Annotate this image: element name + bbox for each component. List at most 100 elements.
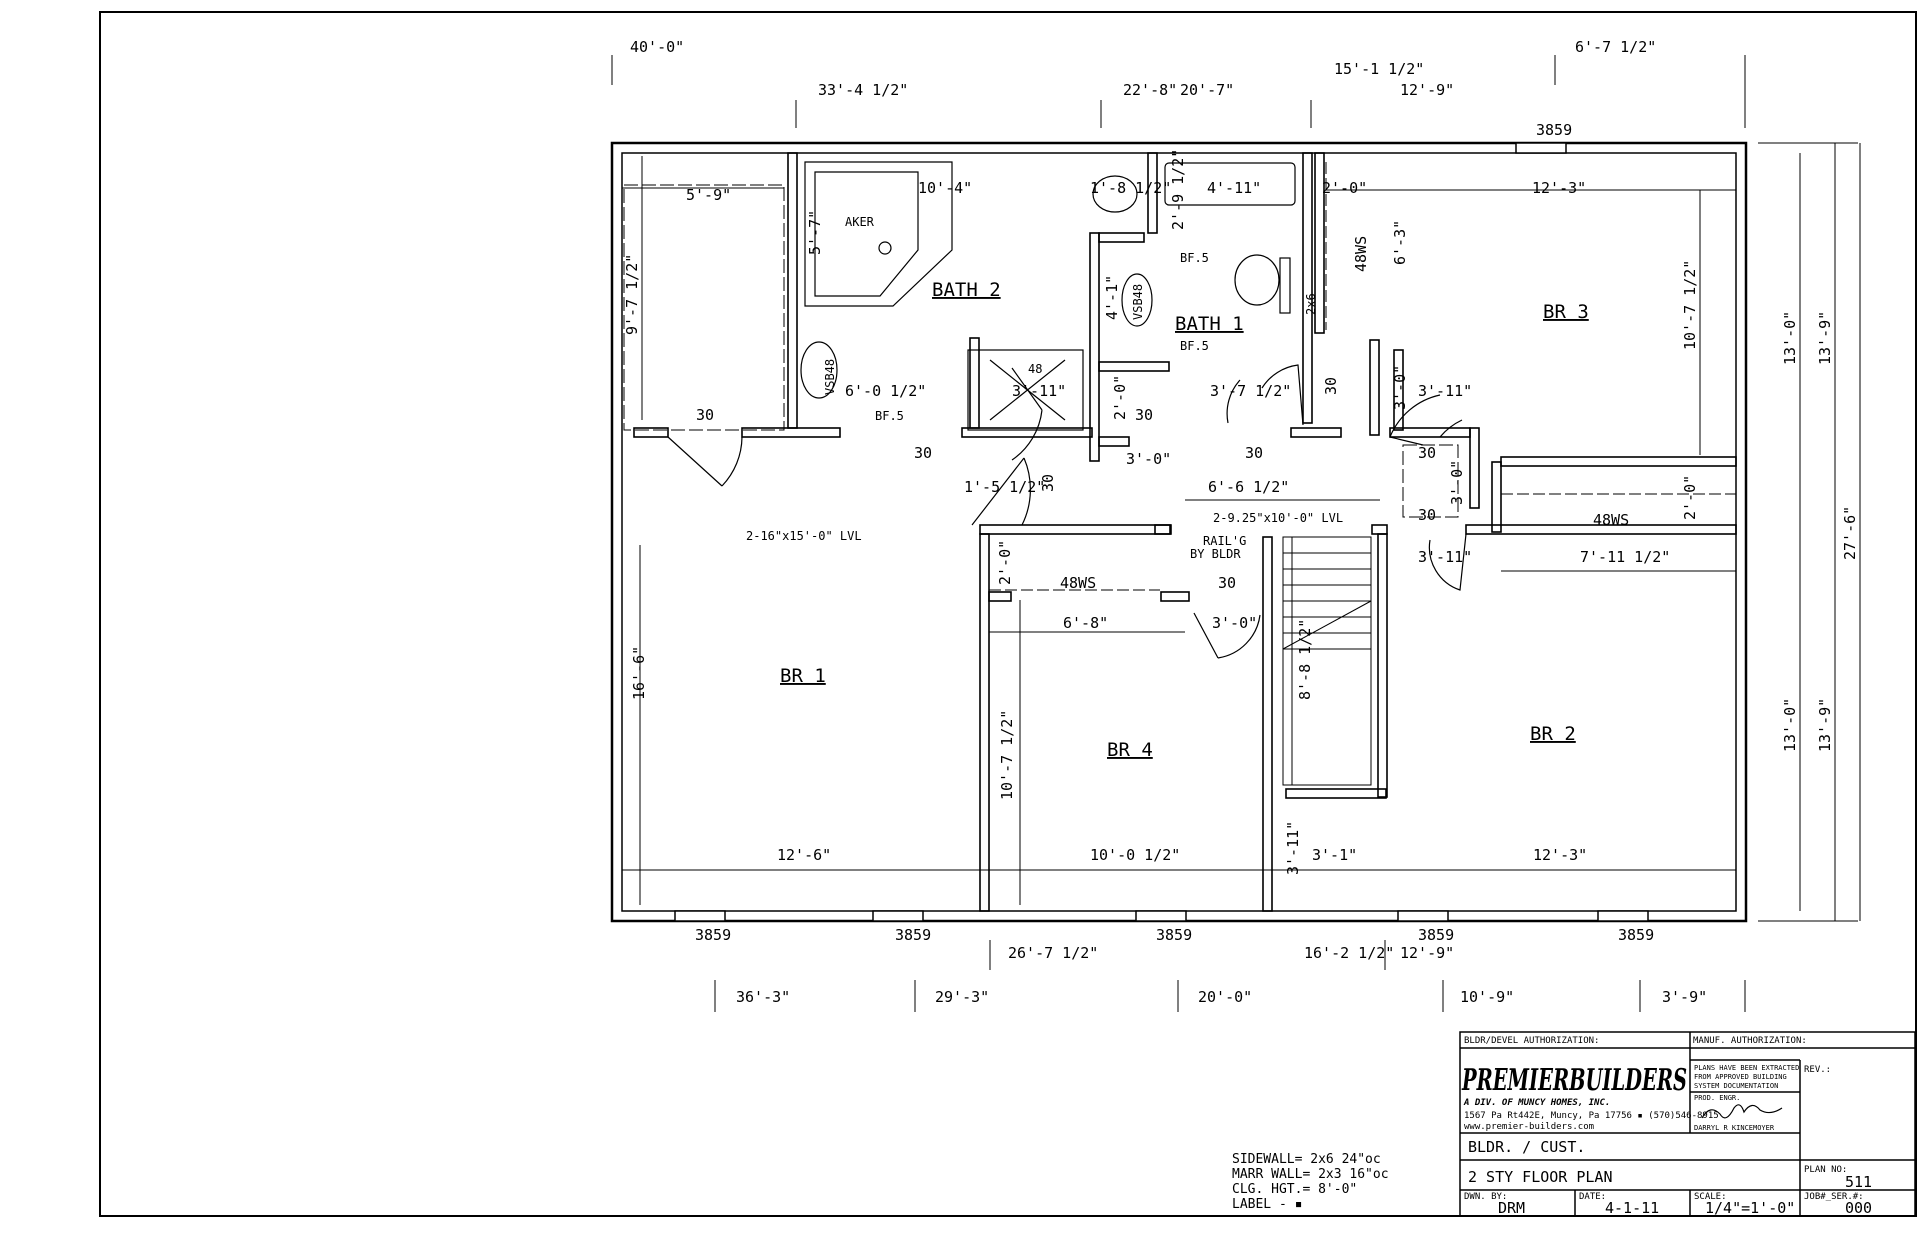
chase-outline bbox=[623, 184, 1459, 518]
dim-top-5: 12'-9" bbox=[1400, 81, 1454, 99]
closet-label-2: 48WS bbox=[1060, 574, 1096, 592]
dim-right-lower: 13'-0" bbox=[1781, 698, 1799, 752]
plan-no-label: PLAN NO: bbox=[1804, 1165, 1847, 1175]
room-br3: BR 3 bbox=[1543, 301, 1589, 323]
window-label-b3: 3859 bbox=[1156, 926, 1192, 944]
window-label-b1: 3859 bbox=[695, 926, 731, 944]
window-label-top: 3859 bbox=[1536, 121, 1572, 139]
dim-bottom-7: 10'-9" bbox=[1460, 988, 1514, 1006]
company-logo: PREMIERBUILDERS bbox=[1461, 1063, 1687, 1098]
stud-label: 2x6 bbox=[1304, 293, 1318, 315]
dim-a36: 12'-3" bbox=[1533, 846, 1587, 864]
title-block: BLDR/DEVEL AUTHORIZATION: MANUF. AUTHORI… bbox=[1459, 1031, 1916, 1217]
dim-top-overall: 40'-0" bbox=[630, 38, 684, 56]
dimension-lines bbox=[611, 55, 1861, 1012]
bldr-cust-field: BLDR. / CUST. bbox=[1468, 1138, 1585, 1156]
door-label-3: 30 bbox=[1135, 406, 1153, 424]
window-label-b2: 3859 bbox=[895, 926, 931, 944]
room-bath1: BATH 1 bbox=[1175, 313, 1244, 335]
dim-bottom-5: 29'-3" bbox=[935, 988, 989, 1006]
door-label-9: 30 bbox=[1039, 474, 1057, 492]
note-marr-wall: MARR WALL= 2x3 16"oc bbox=[1232, 1167, 1389, 1182]
vanity-label-2: VSB48 bbox=[1131, 284, 1145, 320]
lvl-label-2: 2-9.25"x10'-0" LVL bbox=[1213, 511, 1343, 525]
window-bottom-2 bbox=[872, 910, 924, 922]
vanity-label-1: VSB48 bbox=[823, 359, 837, 395]
door-label-5: 30 bbox=[1322, 377, 1340, 395]
dim-top-1: 33'-4 1/2" bbox=[818, 81, 908, 99]
dim-a13: 6'-0 1/2" bbox=[845, 382, 926, 400]
rail-label-1: RAIL'G bbox=[1203, 534, 1246, 548]
tub-label: AKER bbox=[845, 215, 875, 229]
dim-a19: 3'-0" bbox=[1126, 450, 1171, 468]
window-bottom-3 bbox=[1135, 910, 1187, 922]
room-br2: BR 2 bbox=[1530, 723, 1576, 745]
dim-a30: 10'-7 1/2" bbox=[998, 710, 1016, 800]
dim-right-lower-outer: 13'-9" bbox=[1816, 698, 1834, 752]
dim-a8: 2'-0" bbox=[1322, 179, 1367, 197]
window-bottom-5 bbox=[1597, 910, 1649, 922]
dim-right-upper-outer: 13'-9" bbox=[1816, 311, 1834, 365]
dim-a14: 3'-11" bbox=[1012, 382, 1066, 400]
note-label: LABEL - ▪ bbox=[1232, 1197, 1302, 1212]
plans-note-2: FROM APPROVED BUILDING bbox=[1694, 1073, 1787, 1081]
dim-bottom-3: 12'-9" bbox=[1400, 944, 1454, 962]
window-label-b4: 3859 bbox=[1418, 926, 1454, 944]
stairs bbox=[1282, 536, 1372, 786]
interior-walls bbox=[633, 152, 1737, 912]
dim-a1: 5'-9" bbox=[686, 186, 731, 204]
window-label-b5: 3859 bbox=[1618, 926, 1654, 944]
dim-a25: 7'-11 1/2" bbox=[1580, 548, 1670, 566]
dim-a24: 3'-11" bbox=[1418, 548, 1472, 566]
dim-right-overall: 27'-6" bbox=[1841, 506, 1859, 560]
drawn-by-value: DRM bbox=[1498, 1199, 1525, 1217]
scale-label: SCALE: bbox=[1694, 1192, 1727, 1202]
rev-label: REV.: bbox=[1804, 1065, 1831, 1075]
dim-a28: 3'-0" bbox=[1212, 614, 1257, 632]
dim-a26: 2'-0" bbox=[996, 540, 1014, 585]
door-label-1: 30 bbox=[696, 406, 714, 424]
company-address: 1567 Pa Rt442E, Muncy, Pa 17756 ▪ (570)5… bbox=[1464, 1111, 1719, 1121]
company-division: A DIV. OF MUNCY HOMES, INC. bbox=[1463, 1098, 1610, 1108]
room-bath2: BATH 2 bbox=[932, 279, 1001, 301]
room-br4: BR 4 bbox=[1107, 739, 1153, 761]
dim-a29: 16'-6" bbox=[630, 646, 648, 700]
dim-a17: 3'-0" bbox=[1391, 365, 1409, 410]
manuf-auth-label: MANUF. AUTHORIZATION: bbox=[1693, 1036, 1807, 1046]
dim-a6: 2'-9 1/2" bbox=[1169, 149, 1187, 230]
dim-a32: 3'-11" bbox=[1284, 821, 1302, 875]
dim-a5: 1'-8 1/2" bbox=[1090, 179, 1171, 197]
note-sidewall: SIDEWALL= 2x6 24"oc bbox=[1232, 1152, 1381, 1167]
engineer-name: DARRYL R KINCEMOYER bbox=[1694, 1124, 1775, 1132]
dim-right-upper: 13'-0" bbox=[1781, 311, 1799, 365]
dim-top-6: 6'-7 1/2" bbox=[1575, 38, 1656, 56]
door-label-4: 30 bbox=[1245, 444, 1263, 462]
plans-note-3: SYSTEM DOCUMENTATION bbox=[1694, 1082, 1778, 1090]
engineer-signature bbox=[1701, 1104, 1783, 1119]
dim-bottom-6: 20'-0" bbox=[1198, 988, 1252, 1006]
dim-a9: 12'-3" bbox=[1532, 179, 1586, 197]
dim-a34: 12'-6" bbox=[777, 846, 831, 864]
bldr-auth-label: BLDR/DEVEL AUTHORIZATION: bbox=[1464, 1036, 1599, 1046]
dim-a20: 1'-5 1/2" bbox=[964, 478, 1045, 496]
window-bottom-1 bbox=[674, 910, 726, 922]
room-br1: BR 1 bbox=[780, 665, 826, 687]
sheet-border bbox=[99, 11, 1917, 1217]
dim-a33: 3'-1" bbox=[1312, 846, 1357, 864]
dim-bottom-2: 16'-2 1/2" bbox=[1304, 944, 1394, 962]
window-bottom-4 bbox=[1397, 910, 1449, 922]
dim-a22: 3'-0" bbox=[1448, 460, 1466, 505]
plumbing-fixtures bbox=[800, 161, 1296, 431]
dim-a4: 5'-7" bbox=[806, 210, 824, 255]
dim-a15: 2'-0" bbox=[1111, 375, 1129, 420]
dim-a35: 10'-0 1/2" bbox=[1090, 846, 1180, 864]
note-ceiling: CLG. HGT.= 8'-0" bbox=[1232, 1182, 1357, 1197]
plan-no-value: 511 bbox=[1845, 1173, 1872, 1191]
dim-bottom-4: 36'-3" bbox=[736, 988, 790, 1006]
plan-title: 2 STY FLOOR PLAN bbox=[1468, 1168, 1613, 1186]
dim-bottom-8: 3'-9" bbox=[1662, 988, 1707, 1006]
company-website: www.premier-builders.com bbox=[1464, 1122, 1594, 1132]
date-value: 4-1-11 bbox=[1605, 1199, 1659, 1217]
dim-a27: 6'-8" bbox=[1063, 614, 1108, 632]
dim-bottom-1: 26'-7 1/2" bbox=[1008, 944, 1098, 962]
